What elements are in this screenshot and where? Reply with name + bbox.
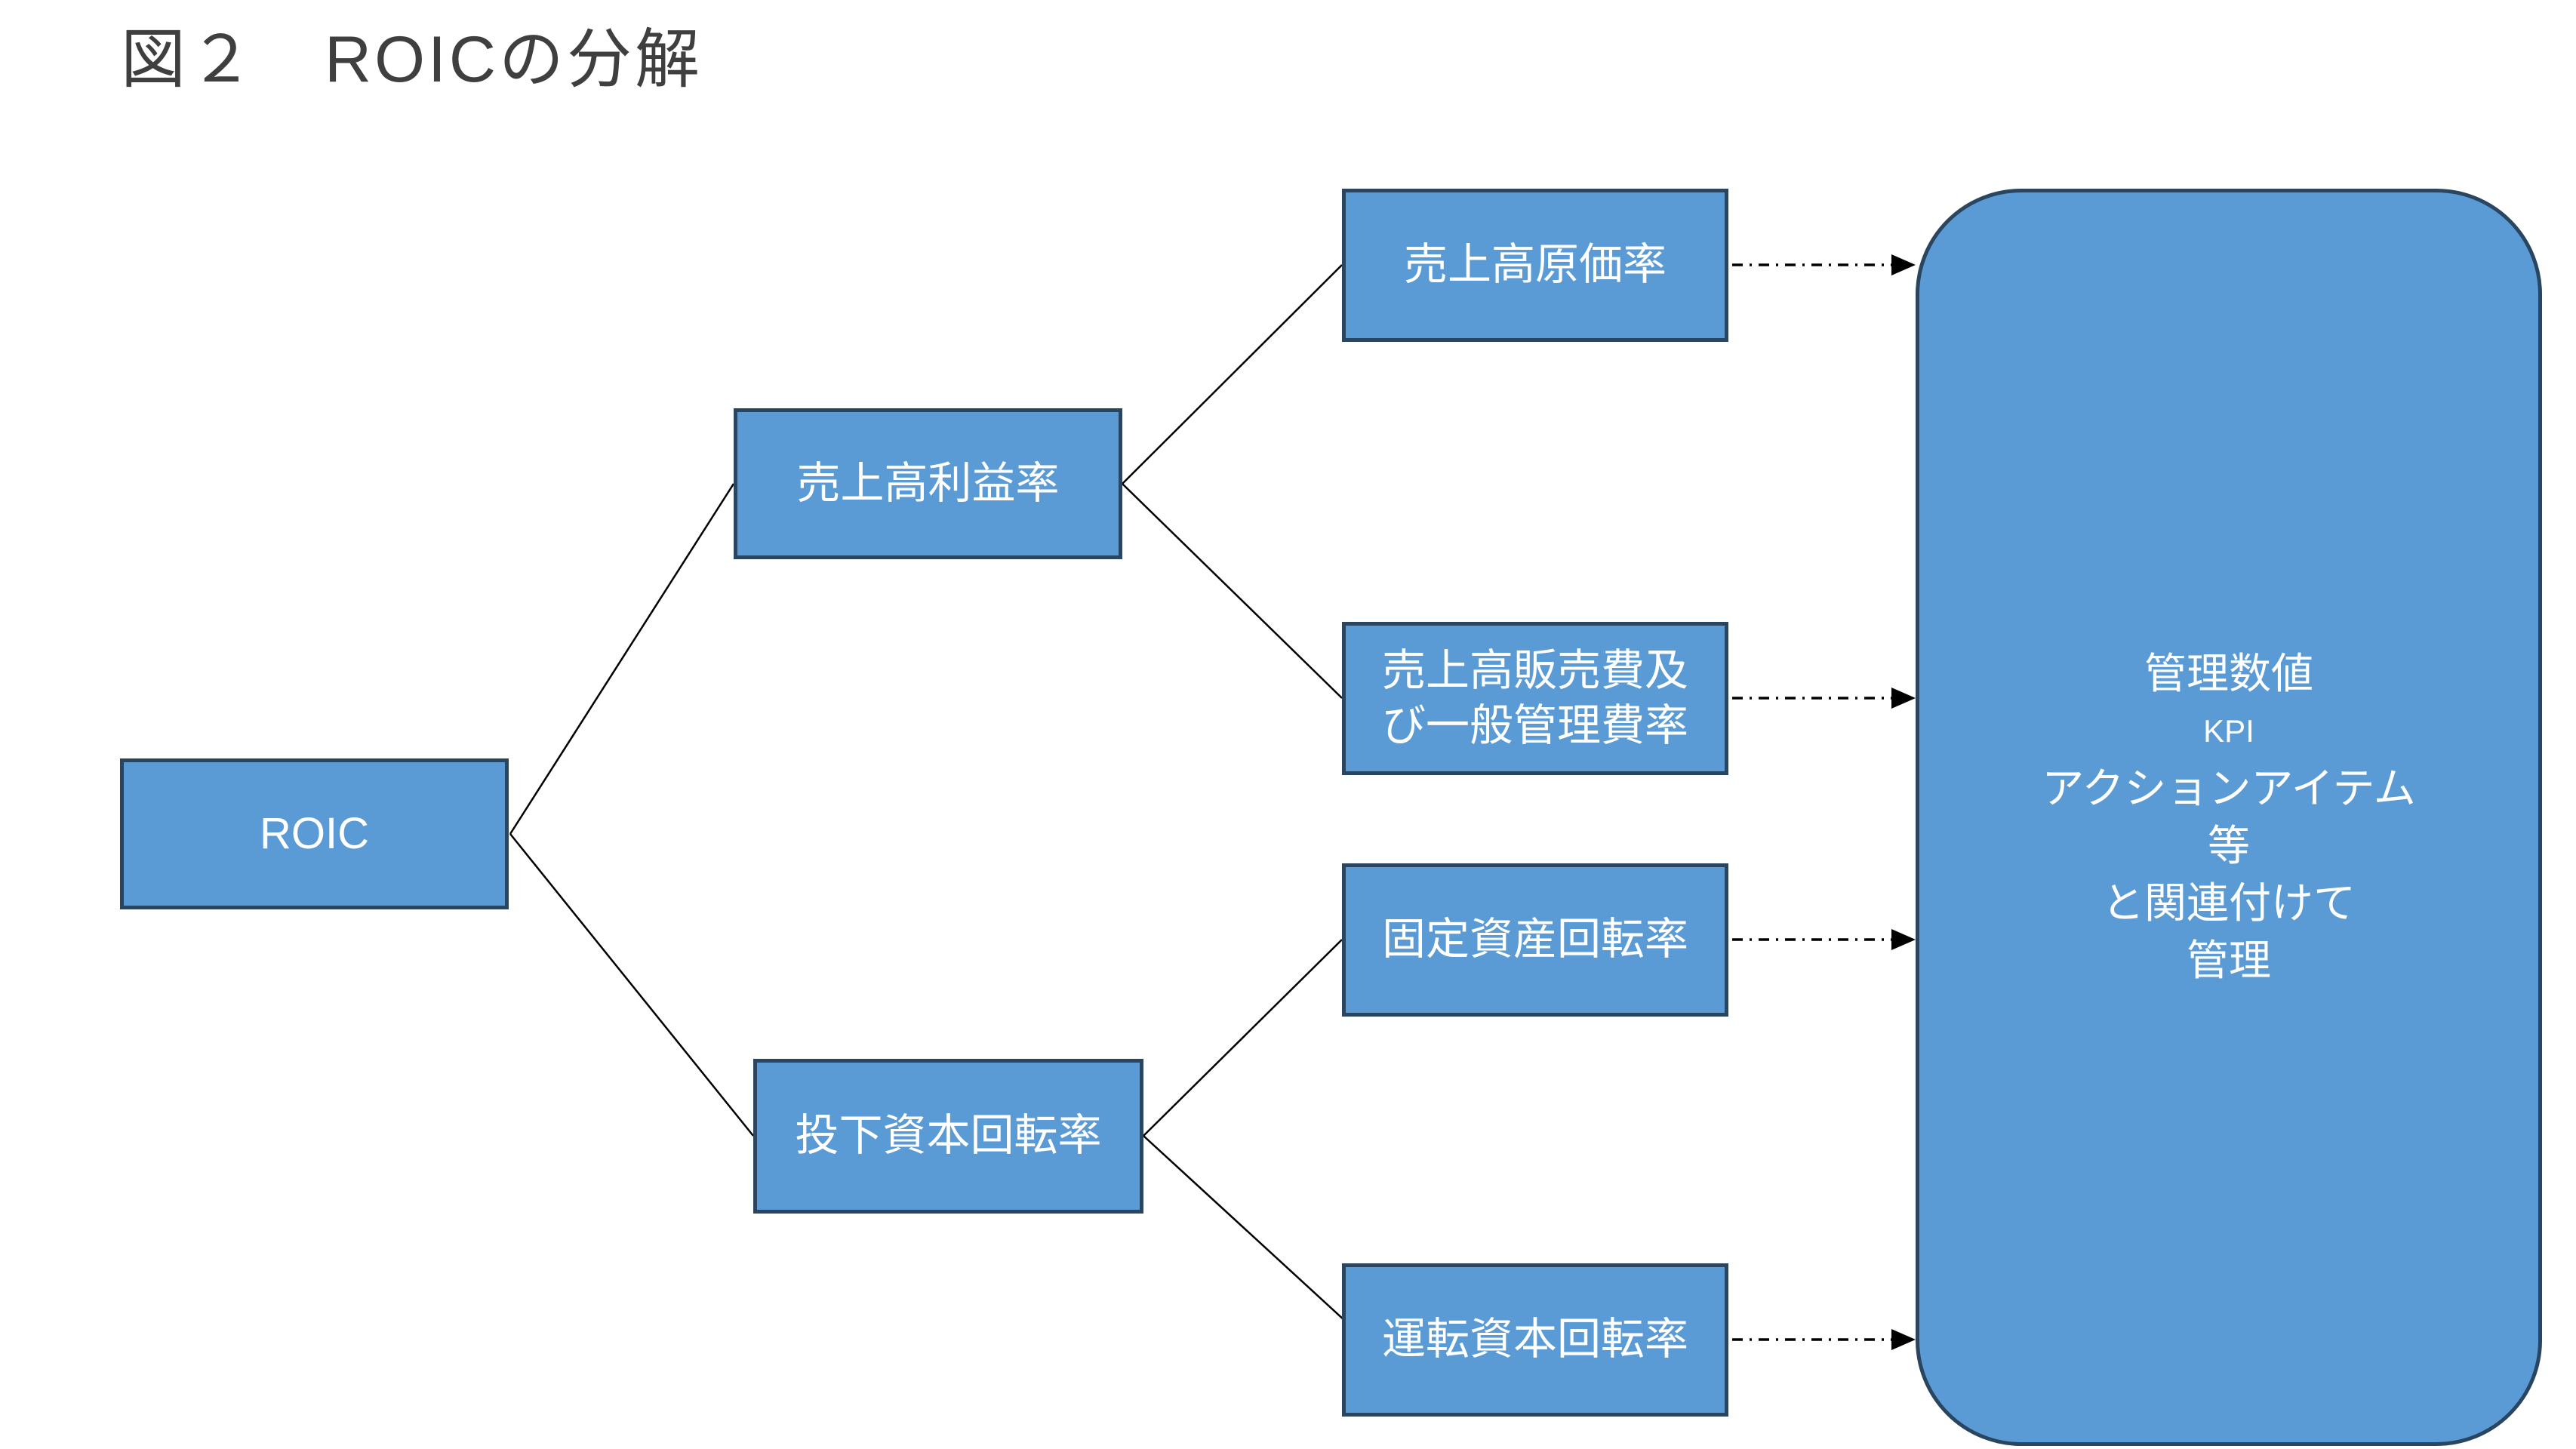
profit-margin-box: 売上高利益率 bbox=[734, 408, 1122, 559]
connector-capital-turnover-to-fixed-asset bbox=[1143, 939, 1343, 1137]
connector-profit-margin-to-cogs bbox=[1122, 264, 1343, 485]
invested-capital-turnover-box-label: 投下資本回転率 bbox=[795, 1111, 1102, 1161]
working-capital-turnover-box-label: 運転資本回転率 bbox=[1381, 1315, 1688, 1364]
sga-ratio-box-label-line2: び一般管理費率 bbox=[1381, 700, 1688, 750]
fixed-asset-turnover-box-label: 固定資産回転率 bbox=[1381, 915, 1688, 964]
sga-ratio-box-label-line1: 売上高販売費及 bbox=[1381, 646, 1688, 695]
profit-margin-box-label: 売上高利益率 bbox=[796, 458, 1060, 508]
connector-roic-to-profit-margin bbox=[509, 483, 735, 835]
cogs-ratio-box-label: 売上高原価率 bbox=[1403, 240, 1667, 290]
cogs-ratio-box: 売上高原価率 bbox=[1342, 189, 1728, 342]
management-line-kanri-suchi: 管理数値 bbox=[2144, 649, 2313, 697]
roic-box: ROIC bbox=[120, 758, 509, 909]
management-line-kanri: 管理 bbox=[2187, 937, 2271, 985]
management-line-kpi: KPI bbox=[2203, 712, 2254, 749]
figure-title: 図２ ROICの分解 bbox=[121, 23, 703, 96]
management-line-kanrenzukete: と関連付けて bbox=[2102, 878, 2356, 927]
connector-capital-turnover-to-working-cap bbox=[1143, 1135, 1356, 1331]
roic-box-label: ROIC bbox=[260, 808, 369, 858]
management-line-tou: 等 bbox=[2208, 821, 2250, 869]
management-line-action-items: アクションアイテム bbox=[2042, 764, 2416, 812]
arrowhead-working-cap-icon bbox=[1891, 1329, 1916, 1350]
arrowhead-cogs-icon bbox=[1891, 254, 1916, 275]
connector-roic-to-capital-turnover bbox=[509, 833, 754, 1137]
connector-profit-margin-to-sga bbox=[1122, 483, 1343, 699]
management-panel: 管理数値 KPI アクションアイテム 等 と関連付けて 管理 bbox=[1916, 189, 2542, 1446]
arrowhead-fixed-asset-icon bbox=[1891, 929, 1916, 950]
working-capital-turnover-box: 運転資本回転率 bbox=[1342, 1263, 1728, 1417]
fixed-asset-turnover-box: 固定資産回転率 bbox=[1342, 863, 1728, 1017]
invested-capital-turnover-box: 投下資本回転率 bbox=[753, 1059, 1143, 1214]
sga-ratio-box: 売上高販売費及 び一般管理費率 bbox=[1342, 622, 1728, 775]
arrowhead-sga-icon bbox=[1891, 688, 1916, 709]
